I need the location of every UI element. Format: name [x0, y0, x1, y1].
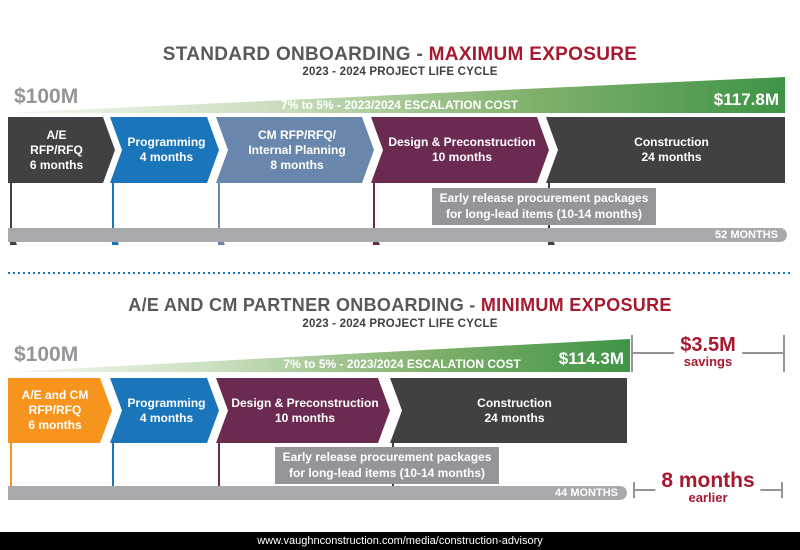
phase-label-line: Internal Planning [248, 142, 346, 157]
standard-baseline-value: $100M [14, 85, 79, 108]
phase-label-line: A/E [46, 127, 67, 142]
phase-ae-rfp: A/E RFP/RFQ 6 months [8, 117, 115, 183]
standard-title-main: STANDARD ONBOARDING - [162, 44, 429, 65]
bracket-tick [631, 335, 633, 372]
phase-ae-cm-rfp: A/E and CM RFP/RFQ 6 months [8, 378, 112, 443]
savings-value: $3.5M [680, 334, 736, 356]
phase-label-line: A/E and CM [21, 388, 89, 402]
phase-duration-line: 24 months [641, 150, 702, 164]
phase-label-line: RFP/RFQ [28, 403, 82, 417]
phase-design-precon: Design & Preconstruction 10 months [216, 378, 390, 443]
phase-label-line: Programming [127, 395, 206, 410]
phase-label-line: RFP/RFQ [30, 142, 83, 157]
earlier-bracket: 8 months earlier [633, 470, 783, 512]
footer-url: www.vaughnconstruction.com/media/constru… [0, 532, 800, 550]
note-line: for long-lead items (10-14 months) [445, 206, 643, 221]
bracket-tick [781, 482, 783, 498]
phase-duration-line: 10 months [274, 410, 335, 425]
partner-escalation-wedge: 7% to 5% - 2023/2024 ESCALATION COST $11… [14, 339, 630, 372]
earlier-callout: 8 months earlier [655, 469, 761, 505]
phase-duration-line: 10 months [431, 150, 492, 164]
phase-label-line: Programming [127, 135, 206, 149]
phase-label-line: Construction [477, 395, 552, 410]
phase-label-line: Construction [634, 135, 709, 149]
savings-bracket: $3.5M savings [631, 335, 785, 375]
standard-section-subtitle: 2023 - 2024 PROJECT LIFE CYCLE [302, 66, 498, 78]
partner-title-accent: MINIMUM EXPOSURE [480, 295, 672, 315]
partner-title-main: A/E AND CM PARTNER ONBOARDING - [128, 295, 481, 315]
bracket-tick [633, 482, 635, 498]
partner-section-title: A/E AND CM PARTNER ONBOARDING - MINIMUM … [0, 295, 800, 316]
note-line: for long-lead items (10-14 months) [288, 465, 486, 480]
phase-duration-line: 4 months [139, 150, 194, 164]
phase-cm-rfp: CM RFP/RFQ/ Internal Planning 8 months [216, 117, 374, 183]
standard-duration-bar: 52 MONTHS [8, 228, 787, 242]
partner-baseline-value: $100M [14, 343, 79, 366]
phase-duration-line: 24 months [484, 410, 545, 425]
earlier-label: earlier [688, 490, 728, 505]
earlier-value: 8 months [661, 469, 755, 492]
phase-label-line: Design & Preconstruction [231, 395, 379, 410]
phase-duration-line: 6 months [28, 418, 82, 432]
phase-label-line: Design & Preconstruction [388, 135, 536, 149]
dotted-divider [8, 272, 792, 274]
note-line: Early release procurement packages [282, 450, 492, 464]
phase-programming: Programming 4 months [110, 117, 219, 183]
note-line: Early release procurement packages [439, 191, 649, 205]
standard-title-accent: MAXIMUM EXPOSURE [428, 44, 638, 65]
phase-programming: Programming 4 months [110, 378, 219, 443]
partner-escalated-value: $114.3M [558, 349, 624, 368]
partner-duration-bar: 44 MONTHS [8, 486, 627, 500]
phase-construction: Construction 24 months [546, 117, 785, 183]
partner-escalation-label: 7% to 5% - 2023/2024 ESCALATION COST [283, 357, 521, 371]
phase-duration-line: 8 months [270, 157, 324, 172]
standard-escalated-value: $117.8M [713, 90, 779, 109]
phase-construction: Construction 24 months [390, 378, 627, 443]
standard-section-title: STANDARD ONBOARDING - MAXIMUM EXPOSURE [0, 44, 800, 66]
phase-design-precon: Design & Preconstruction 10 months [371, 117, 549, 183]
savings-callout: $3.5M savings [674, 335, 742, 369]
standard-escalation-label: 7% to 5% - 2023/2024 ESCALATION COST [280, 98, 519, 112]
phase-label-line: CM RFP/RFQ/ [258, 127, 336, 142]
standard-procurement-note: Early release procurement packages for l… [432, 188, 656, 226]
partner-section-subtitle: 2023 - 2024 PROJECT LIFE CYCLE [302, 318, 498, 330]
phase-duration-line: 4 months [139, 410, 194, 425]
phase-duration-line: 6 months [29, 157, 84, 172]
standard-escalation-wedge: 7% to 5% - 2023/2024 ESCALATION COST $11… [14, 77, 785, 113]
savings-label: savings [683, 354, 733, 369]
partner-procurement-note: Early release procurement packages for l… [275, 447, 499, 485]
bracket-tick [783, 335, 785, 372]
